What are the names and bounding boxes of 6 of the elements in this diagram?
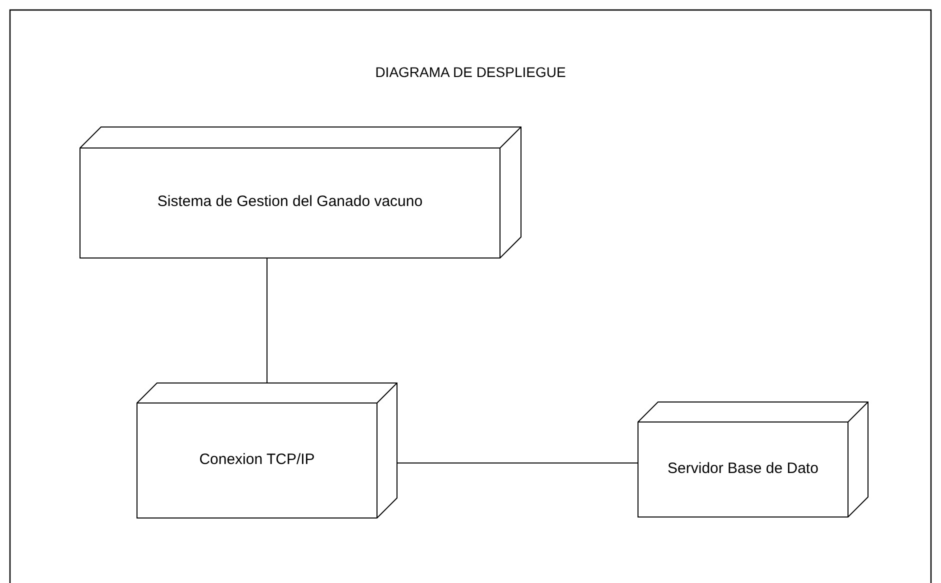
connector-line — [266, 258, 268, 384]
node-label: Servidor Base de Dato — [666, 460, 820, 476]
node-label: Sistema de Gestion del Ganado vacuno — [156, 193, 424, 210]
node-label: Conexion TCP/IP — [198, 450, 316, 468]
connector-line — [396, 462, 638, 464]
diagram-title: DIAGRAMA DE DESPLIEGUE — [374, 64, 567, 80]
